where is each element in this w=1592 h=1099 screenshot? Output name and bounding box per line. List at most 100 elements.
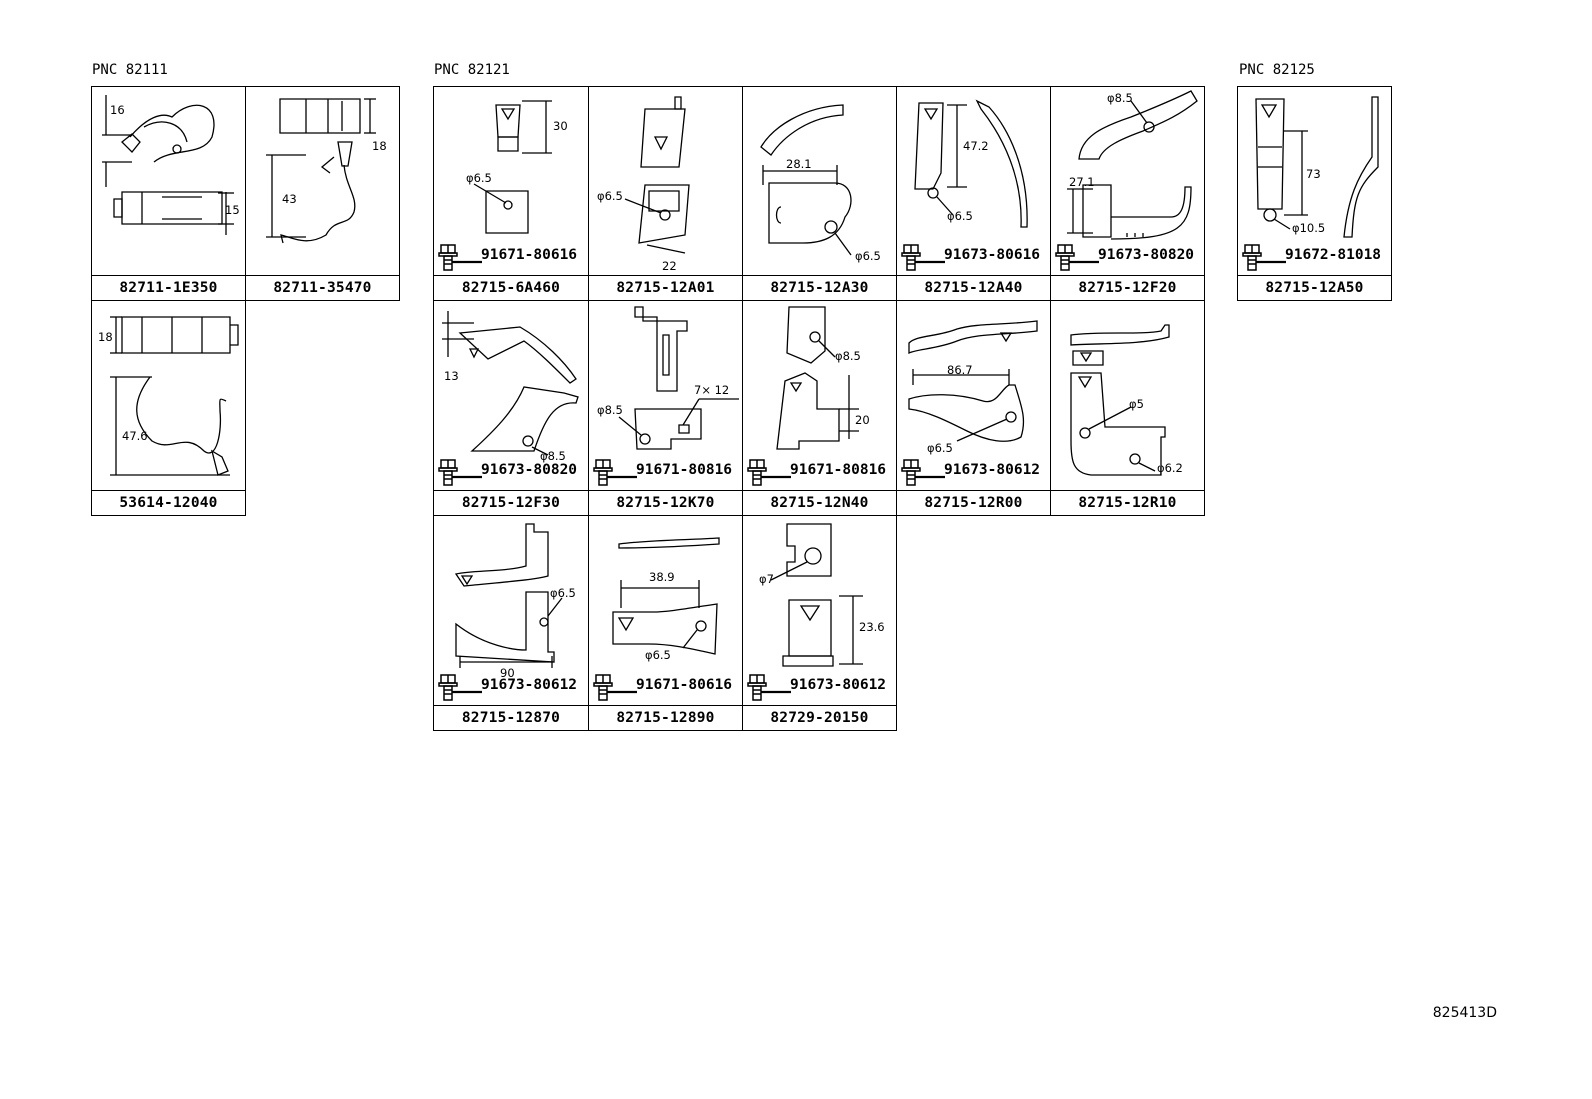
part-cell-82715-12A50[interactable]: 73 φ10.5 91672-81018 82715-12A50 <box>1237 86 1392 301</box>
bolt-callout: 91673-80612 <box>747 673 897 701</box>
part-cell-82729-20150[interactable]: φ7 23.6 91673-80612 82729-20150 <box>742 515 897 731</box>
bolt-part-number[interactable]: 91673-80820 <box>1098 247 1195 263</box>
clip-drawing <box>92 301 247 491</box>
dim-label: 27.1 <box>1069 175 1095 189</box>
dim-label: 47.6 <box>122 429 148 443</box>
part-number-label[interactable]: 82715-12K70 <box>589 490 742 515</box>
part-cell-82711-35470[interactable]: 18 43 82711-35470 <box>245 86 400 301</box>
part-number-label[interactable]: 82715-12F30 <box>434 490 588 515</box>
hex-flange-bolt-icon <box>747 458 791 486</box>
bolt-part-number[interactable]: 91673-80612 <box>790 677 887 693</box>
bolt-callout: 91671-80616 <box>438 243 588 271</box>
dim-label: 43 <box>282 192 297 206</box>
part-number-label[interactable]: 82729-20150 <box>743 705 896 730</box>
part-number-label[interactable]: 82715-12890 <box>589 705 742 730</box>
bolt-callout: 91672-81018 <box>1242 243 1392 271</box>
bolt-part-number[interactable]: 91671-80816 <box>636 462 733 478</box>
hex-flange-bolt-icon <box>1242 243 1286 271</box>
part-cell-82715-12F30[interactable]: 13 φ8.5 91673-80820 82715-12F30 <box>433 300 589 516</box>
bolt-part-number[interactable]: 91671-80616 <box>481 247 578 263</box>
dim-label: 18 <box>372 139 387 153</box>
dim-label: φ6.5 <box>466 171 492 185</box>
dim-label: φ6.5 <box>947 209 973 223</box>
bolt-callout: 91673-80616 <box>901 243 1051 271</box>
part-number-label[interactable]: 82711-35470 <box>246 275 399 300</box>
part-cell-82715-12A30[interactable]: 28.1 φ6.5 82715-12A30 <box>742 86 897 301</box>
dim-label: 16 <box>110 103 125 117</box>
bolt-callout: 91673-80612 <box>901 458 1051 486</box>
part-cell-82715-12F20[interactable]: φ8.5 27.1 91673-80820 82715-12F20 <box>1050 86 1205 301</box>
bracket-drawing <box>589 87 744 277</box>
dim-label: φ6.5 <box>550 586 576 600</box>
dim-label: φ6.5 <box>927 441 953 455</box>
dim-label: 28.1 <box>786 157 812 171</box>
hex-flange-bolt-icon <box>1055 243 1099 271</box>
part-number-label[interactable]: 82715-12N40 <box>743 490 896 515</box>
part-number-label[interactable]: 82715-12F20 <box>1051 275 1204 300</box>
part-cell-82715-12890[interactable]: 38.9 φ6.5 91671-80616 82715-12890 <box>588 515 743 731</box>
bracket-drawing <box>434 301 590 461</box>
bracket-drawing <box>1051 301 1206 491</box>
part-cell-82715-12870[interactable]: φ6.5 90 91673-80612 82715-12870 <box>433 515 589 731</box>
dim-label: 7× 12 <box>694 383 730 397</box>
bolt-part-number[interactable]: 91672-81018 <box>1285 247 1382 263</box>
bracket-drawing <box>897 87 1052 277</box>
part-number-label[interactable]: 82715-12A30 <box>743 275 896 300</box>
hex-flange-bolt-icon <box>901 243 945 271</box>
part-cell-82715-12N40[interactable]: φ8.5 20 91671-80816 82715-12N40 <box>742 300 897 516</box>
part-cell-82715-12A40[interactable]: 47.2 φ6.5 91673-80616 82715-12A40 <box>896 86 1051 301</box>
part-cell-82715-12A01[interactable]: φ6.5 22 82715-12A01 <box>588 86 743 301</box>
hex-flange-bolt-icon <box>438 458 482 486</box>
part-number-label[interactable]: 82715-12A50 <box>1238 275 1391 300</box>
bolt-part-number[interactable]: 91671-80616 <box>636 677 733 693</box>
bolt-part-number[interactable]: 91673-80616 <box>944 247 1041 263</box>
bolt-callout: 91671-80616 <box>593 673 743 701</box>
dim-label: 47.2 <box>963 139 989 153</box>
dim-label: φ8.5 <box>540 449 566 463</box>
part-number-label[interactable]: 82715-12R10 <box>1051 490 1204 515</box>
dim-label: 86.7 <box>947 363 973 377</box>
bracket-drawing <box>589 516 744 706</box>
clip-drawing <box>246 87 401 277</box>
part-cell-82715-12R00[interactable]: 86.7 φ6.5 91673-80612 82715-12R00 <box>896 300 1051 516</box>
part-number-label[interactable]: 53614-12040 <box>92 490 245 515</box>
part-number-label[interactable]: 82715-12870 <box>434 705 588 730</box>
bolt-callout: 91673-80820 <box>1055 243 1205 271</box>
bracket-drawing <box>1238 87 1393 277</box>
part-cell-82711-1E350[interactable]: 16 15 82711-1E350 <box>91 86 246 301</box>
part-cell-53614-12040[interactable]: 18 47.6 53614-12040 <box>91 300 246 516</box>
dim-label: 90 <box>500 666 515 680</box>
dim-label: 23.6 <box>859 620 885 634</box>
clip-drawing <box>92 87 247 277</box>
dim-label: φ6.5 <box>597 189 623 203</box>
bolt-callout: 91673-80612 <box>438 673 588 701</box>
part-number-label[interactable]: 82715-12A40 <box>897 275 1050 300</box>
bolt-part-number[interactable]: 91671-80816 <box>790 462 887 478</box>
dim-label: 20 <box>855 413 870 427</box>
bracket-drawing <box>434 87 590 247</box>
dim-label: φ7 <box>759 572 774 586</box>
dim-label: φ6.5 <box>645 648 671 662</box>
bolt-part-number[interactable]: 91673-80820 <box>481 462 578 478</box>
pnc-label-82111: PNC 82111 <box>92 62 168 78</box>
part-number-label[interactable]: 82715-6A460 <box>434 275 588 300</box>
dim-label: 18 <box>98 330 113 344</box>
part-cell-82715-6A460[interactable]: 30 φ6.5 91671-80616 82715-6A460 <box>433 86 589 301</box>
dim-label: φ6.5 <box>855 249 881 263</box>
part-number-label[interactable]: 82711-1E350 <box>92 275 245 300</box>
part-cell-82715-12R10[interactable]: φ5 φ6.2 82715-12R10 <box>1050 300 1205 516</box>
part-cell-82715-12K70[interactable]: φ8.5 7× 12 91671-80816 82715-12K70 <box>588 300 743 516</box>
bolt-part-number[interactable]: 91673-80612 <box>481 677 578 693</box>
bolt-callout: 91671-80816 <box>593 458 743 486</box>
hex-flange-bolt-icon <box>901 458 945 486</box>
bolt-callout: 91671-80816 <box>747 458 897 486</box>
bolt-part-number[interactable]: 91673-80612 <box>944 462 1041 478</box>
bracket-drawing <box>743 87 898 277</box>
hex-flange-bolt-icon <box>593 673 637 701</box>
bracket-drawing <box>1051 87 1206 277</box>
hex-flange-bolt-icon <box>747 673 791 701</box>
dim-label: φ6.2 <box>1157 461 1183 475</box>
part-number-label[interactable]: 82715-12R00 <box>897 490 1050 515</box>
dim-label: 30 <box>553 119 568 133</box>
part-number-label[interactable]: 82715-12A01 <box>589 275 742 300</box>
